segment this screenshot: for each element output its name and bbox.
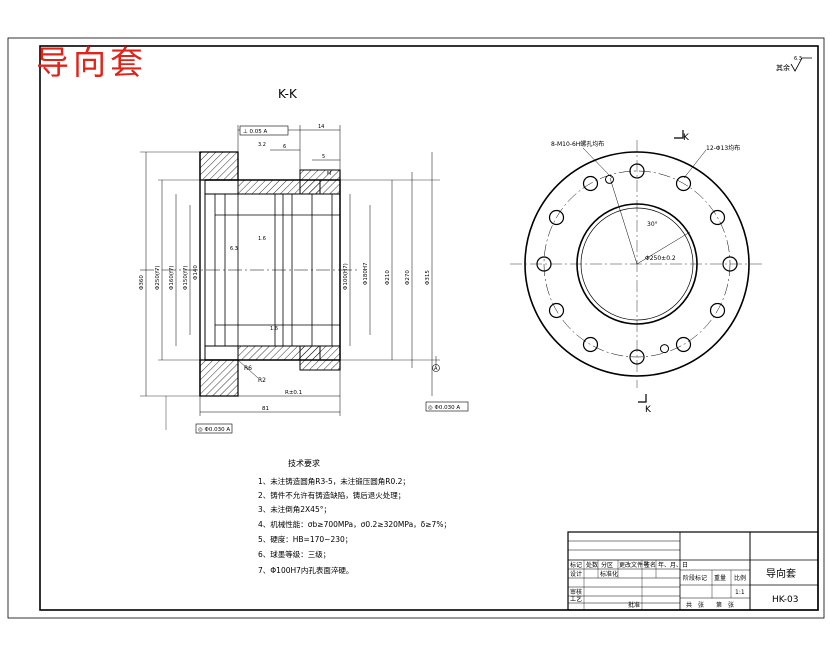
roughness-symbol: 其余 6.3 (776, 56, 812, 72)
flange-bottom-hatch (199, 359, 239, 397)
through-hole (548, 209, 565, 226)
svg-text:30°: 30° (647, 221, 658, 228)
through-hole (629, 349, 645, 365)
svg-text:共: 共 (686, 601, 692, 609)
svg-text:更改文件号: 更改文件号 (619, 561, 649, 569)
part-name: 导向套 (766, 567, 796, 580)
svg-text:设计: 设计 (570, 570, 582, 578)
tapped-holes-label: 8-M10-6H螺孔均布 (551, 140, 604, 148)
svg-text:Φ180H7: Φ180H7 (363, 262, 369, 285)
svg-text:1、未注铸造圆角R3-5，未注锻压圆角R0.2；: 1、未注铸造圆角R3-5，未注锻压圆角R0.2； (258, 476, 410, 486)
drawing-number: HK-03 (772, 595, 798, 605)
svg-text:2、铸件不允许有铸造缺陷，铸后退火处理；: 2、铸件不允许有铸造缺陷，铸后退火处理； (258, 490, 405, 500)
svg-text:81: 81 (262, 406, 269, 412)
svg-text:签名: 签名 (644, 561, 656, 569)
svg-text:K: K (683, 133, 690, 143)
svg-text:张: 张 (728, 601, 734, 609)
svg-text:分区: 分区 (601, 561, 613, 569)
svg-text:3、未注倒角2X45°；: 3、未注倒角2X45°； (258, 504, 331, 514)
svg-text:Φ315: Φ315 (425, 270, 431, 285)
svg-text:14: 14 (318, 124, 324, 130)
svg-text:审核: 审核 (570, 588, 582, 596)
svg-text:Φ250±0.2: Φ250±0.2 (645, 255, 676, 262)
svg-text:Φ360: Φ360 (139, 275, 145, 290)
svg-text:第: 第 (716, 601, 722, 609)
svg-text:5、硬度：HB=170~230；: 5、硬度：HB=170~230； (258, 534, 352, 544)
svg-text:Φ270: Φ270 (405, 270, 411, 285)
svg-text:1:1: 1:1 (735, 589, 745, 596)
svg-text:6.3: 6.3 (230, 246, 238, 252)
svg-text:年、月、日: 年、月、日 (658, 561, 688, 569)
svg-text:张: 张 (698, 601, 704, 609)
through-hole (629, 163, 645, 179)
coaxiality-frame-right: ◎ Φ0.030 A (428, 405, 460, 411)
through-hole (675, 336, 692, 353)
svg-text:3.2: 3.2 (258, 142, 266, 148)
svg-text:阶段标记: 阶段标记 (683, 574, 707, 582)
svg-text:比例: 比例 (734, 574, 746, 582)
svg-text:6.3: 6.3 (794, 56, 802, 62)
svg-text:4、机械性能：σb≥700MPa，σ0.2≥320MPa，δ: 4、机械性能：σb≥700MPa，σ0.2≥320MPa，δ≥7%； (258, 519, 451, 529)
svg-text:7、Φ100H7内孔表面淬硬。: 7、Φ100H7内孔表面淬硬。 (258, 565, 353, 575)
svg-text:批准: 批准 (628, 601, 640, 609)
svg-text:Φ140: Φ140 (193, 265, 199, 280)
title-block: 标记 处数 分区 更改文件号 签名 年、月、日 设计 标准化 审核 工艺 批准 … (567, 531, 819, 611)
svg-text:K: K (645, 405, 652, 415)
svg-text:标记: 标记 (570, 561, 582, 569)
svg-text:R6: R6 (244, 365, 252, 372)
svg-text:处数: 处数 (586, 561, 598, 569)
through-hole (582, 336, 599, 353)
outer-border (7, 37, 825, 619)
flange-top-hatch (199, 151, 239, 181)
coaxiality-frame-bottom: ◎ Φ0.030 A (198, 427, 230, 433)
through-hole (548, 302, 565, 319)
svg-text:R±0.1: R±0.1 (285, 390, 302, 396)
svg-text:重量: 重量 (714, 574, 726, 582)
svg-text:R2: R2 (258, 377, 266, 384)
tech-req-title: 技术要求 (288, 458, 320, 468)
tapped-hole (605, 174, 614, 184)
section-view: K-K (139, 87, 469, 434)
stamp-title: 导向套 (36, 43, 147, 82)
end-view: 30° Φ250±0.2 8-M10-6H螺孔均布 12-Φ13均布 K K (510, 130, 764, 415)
through-hole (709, 302, 726, 319)
svg-text:1.6: 1.6 (270, 326, 278, 332)
svg-text:6: 6 (283, 144, 286, 150)
through-hole (709, 209, 726, 226)
svg-text:标准化: 标准化 (600, 570, 618, 578)
through-hole (675, 175, 692, 192)
svg-text:1.6: 1.6 (258, 236, 266, 242)
svg-text:Φ210: Φ210 (385, 270, 391, 285)
through-hole (722, 256, 738, 272)
svg-text:其余: 其余 (776, 63, 790, 72)
svg-text:5: 5 (322, 154, 325, 160)
through-hole (582, 175, 599, 192)
tapped-hole (660, 344, 669, 354)
svg-text:6、球墨等级：三级；: 6、球墨等级：三级； (258, 549, 330, 559)
svg-text:A: A (434, 366, 438, 372)
inner-border (39, 45, 819, 611)
svg-text:M: M (327, 171, 331, 177)
svg-text:Φ250(f7): Φ250(f7) (155, 265, 161, 290)
svg-text:工艺: 工艺 (570, 595, 582, 603)
svg-text:Φ160(f7): Φ160(f7) (169, 265, 175, 290)
through-hole (536, 256, 552, 272)
perpendicularity-frame: ⊥ 0.05 A (243, 129, 268, 135)
through-holes-label: 12-Φ13均布 (706, 144, 740, 152)
tech-requirements: 技术要求 1、未注铸造圆角R3-5，未注锻压圆角R0.2； 2、铸件不允许有铸造… (258, 458, 451, 575)
svg-text:Φ150(f7): Φ150(f7) (183, 265, 189, 290)
svg-text:Φ100(H7): Φ100(H7) (343, 263, 349, 290)
section-label: K-K (278, 87, 298, 101)
